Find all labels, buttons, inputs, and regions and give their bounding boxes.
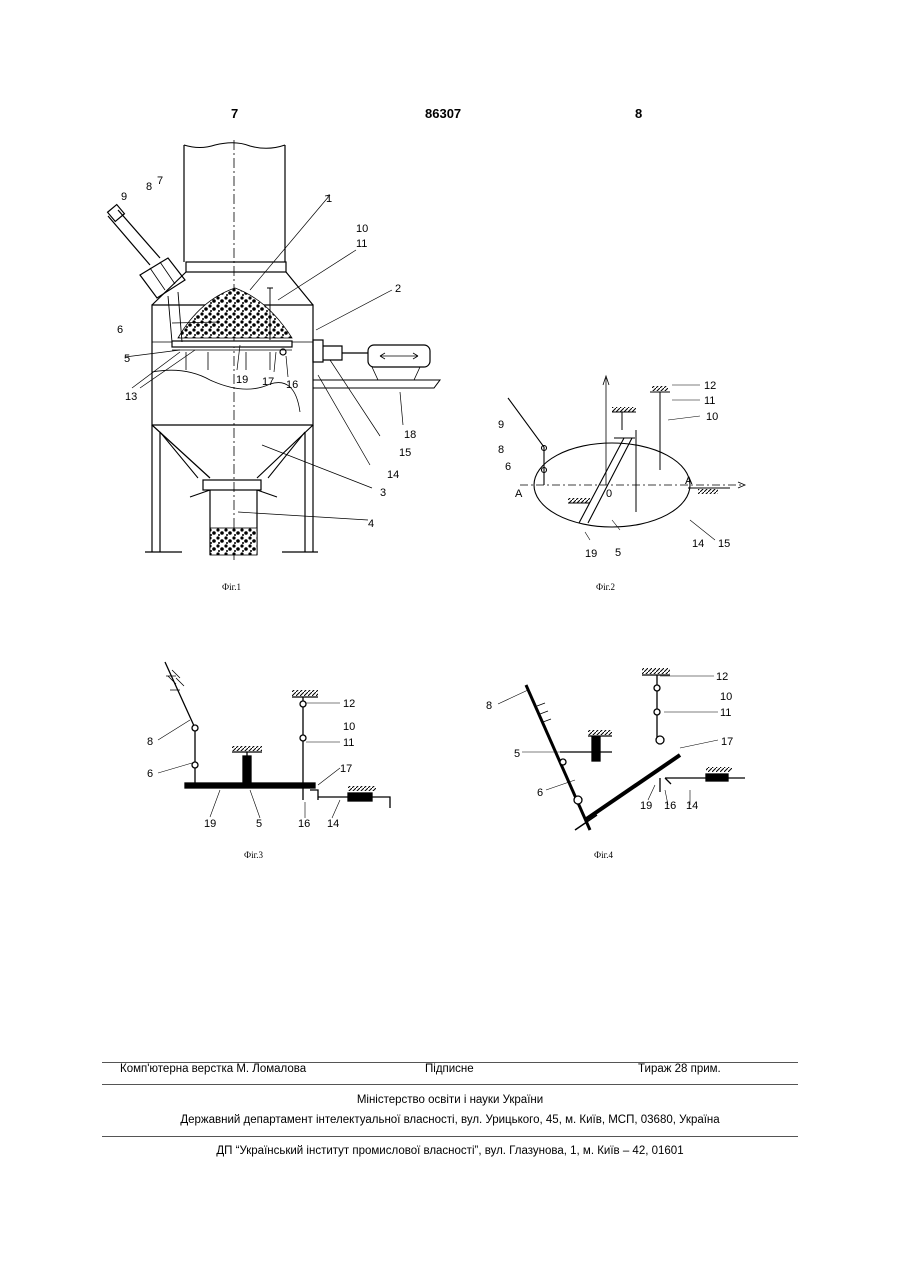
svg-text:16: 16 bbox=[286, 379, 298, 391]
svg-text:13: 13 bbox=[125, 391, 137, 403]
svg-text:16: 16 bbox=[664, 800, 676, 812]
svg-text:11: 11 bbox=[704, 395, 715, 407]
svg-text:6: 6 bbox=[537, 787, 543, 799]
svg-text:14: 14 bbox=[686, 800, 698, 812]
footer-circulation: Тираж 28 прим. bbox=[638, 1063, 721, 1075]
svg-text:12: 12 bbox=[704, 380, 716, 392]
svg-text:8: 8 bbox=[498, 444, 504, 456]
svg-text:2: 2 bbox=[395, 283, 401, 295]
figure-3-caption: Фіг.3 bbox=[244, 850, 264, 860]
svg-text:3: 3 bbox=[380, 487, 386, 499]
svg-text:7: 7 bbox=[157, 175, 163, 187]
svg-text:0: 0 bbox=[606, 488, 612, 500]
footer-ministry: Міністерство освіти і науки України bbox=[0, 1094, 900, 1106]
footer-signed: Підписне bbox=[425, 1063, 474, 1075]
svg-text:A: A bbox=[685, 475, 693, 487]
figure-2-caption: Фіг.2 bbox=[596, 582, 615, 592]
svg-text:A: A bbox=[515, 488, 523, 500]
footer-department: Державний департамент інтелектуальної вл… bbox=[0, 1114, 900, 1126]
svg-text:6: 6 bbox=[147, 768, 153, 780]
svg-text:8: 8 bbox=[147, 736, 153, 748]
svg-text:8: 8 bbox=[486, 700, 492, 712]
figure-3 bbox=[165, 662, 390, 808]
svg-text:14: 14 bbox=[692, 538, 704, 550]
svg-text:4: 4 bbox=[368, 518, 374, 530]
figure-1-caption: Фіг.1 bbox=[222, 582, 241, 592]
svg-text:15: 15 bbox=[399, 447, 411, 459]
svg-text:9: 9 bbox=[498, 419, 504, 431]
svg-text:19: 19 bbox=[640, 800, 652, 812]
svg-text:17: 17 bbox=[340, 763, 352, 775]
svg-text:16: 16 bbox=[298, 818, 310, 830]
svg-text:14: 14 bbox=[387, 469, 399, 481]
svg-text:15: 15 bbox=[718, 538, 730, 550]
svg-text:11: 11 bbox=[720, 707, 731, 719]
footer-layout-credit: Комп'ютерна верстка М. Ломалова bbox=[120, 1063, 306, 1075]
svg-text:5: 5 bbox=[615, 547, 621, 559]
svg-text:10: 10 bbox=[720, 691, 732, 703]
svg-text:10: 10 bbox=[706, 411, 718, 423]
figure-1 bbox=[108, 140, 440, 560]
svg-text:17: 17 bbox=[262, 376, 274, 388]
figure-2-labels bbox=[585, 385, 715, 540]
footer-rule-middle bbox=[102, 1084, 798, 1085]
svg-text:14: 14 bbox=[327, 818, 339, 830]
svg-text:19: 19 bbox=[585, 548, 597, 560]
svg-text:5: 5 bbox=[514, 748, 520, 760]
svg-text:18: 18 bbox=[404, 429, 416, 441]
figure-4-caption: Фіг.4 bbox=[594, 850, 614, 860]
svg-text:19: 19 bbox=[236, 374, 248, 386]
svg-text:9: 9 bbox=[121, 191, 127, 203]
patent-drawings: 987 11011 265 131917 161815 1434 Фіг.1 1… bbox=[0, 0, 900, 900]
svg-text:10: 10 bbox=[356, 223, 368, 235]
svg-text:10: 10 bbox=[343, 721, 355, 733]
svg-text:19: 19 bbox=[204, 818, 216, 830]
svg-text:11: 11 bbox=[356, 238, 367, 250]
svg-text:1: 1 bbox=[326, 193, 332, 205]
svg-text:6: 6 bbox=[505, 461, 511, 473]
figure-4 bbox=[526, 668, 745, 830]
svg-text:12: 12 bbox=[716, 671, 728, 683]
svg-text:6: 6 bbox=[117, 324, 123, 336]
svg-text:12: 12 bbox=[343, 698, 355, 710]
svg-text:17: 17 bbox=[721, 736, 733, 748]
svg-text:5: 5 bbox=[256, 818, 262, 830]
svg-text:5: 5 bbox=[124, 353, 130, 365]
footer-rule-bottom bbox=[102, 1136, 798, 1137]
svg-text:11: 11 bbox=[343, 737, 354, 749]
svg-text:8: 8 bbox=[146, 181, 152, 193]
footer-institute: ДП “Український інститут промислової вла… bbox=[0, 1145, 900, 1157]
